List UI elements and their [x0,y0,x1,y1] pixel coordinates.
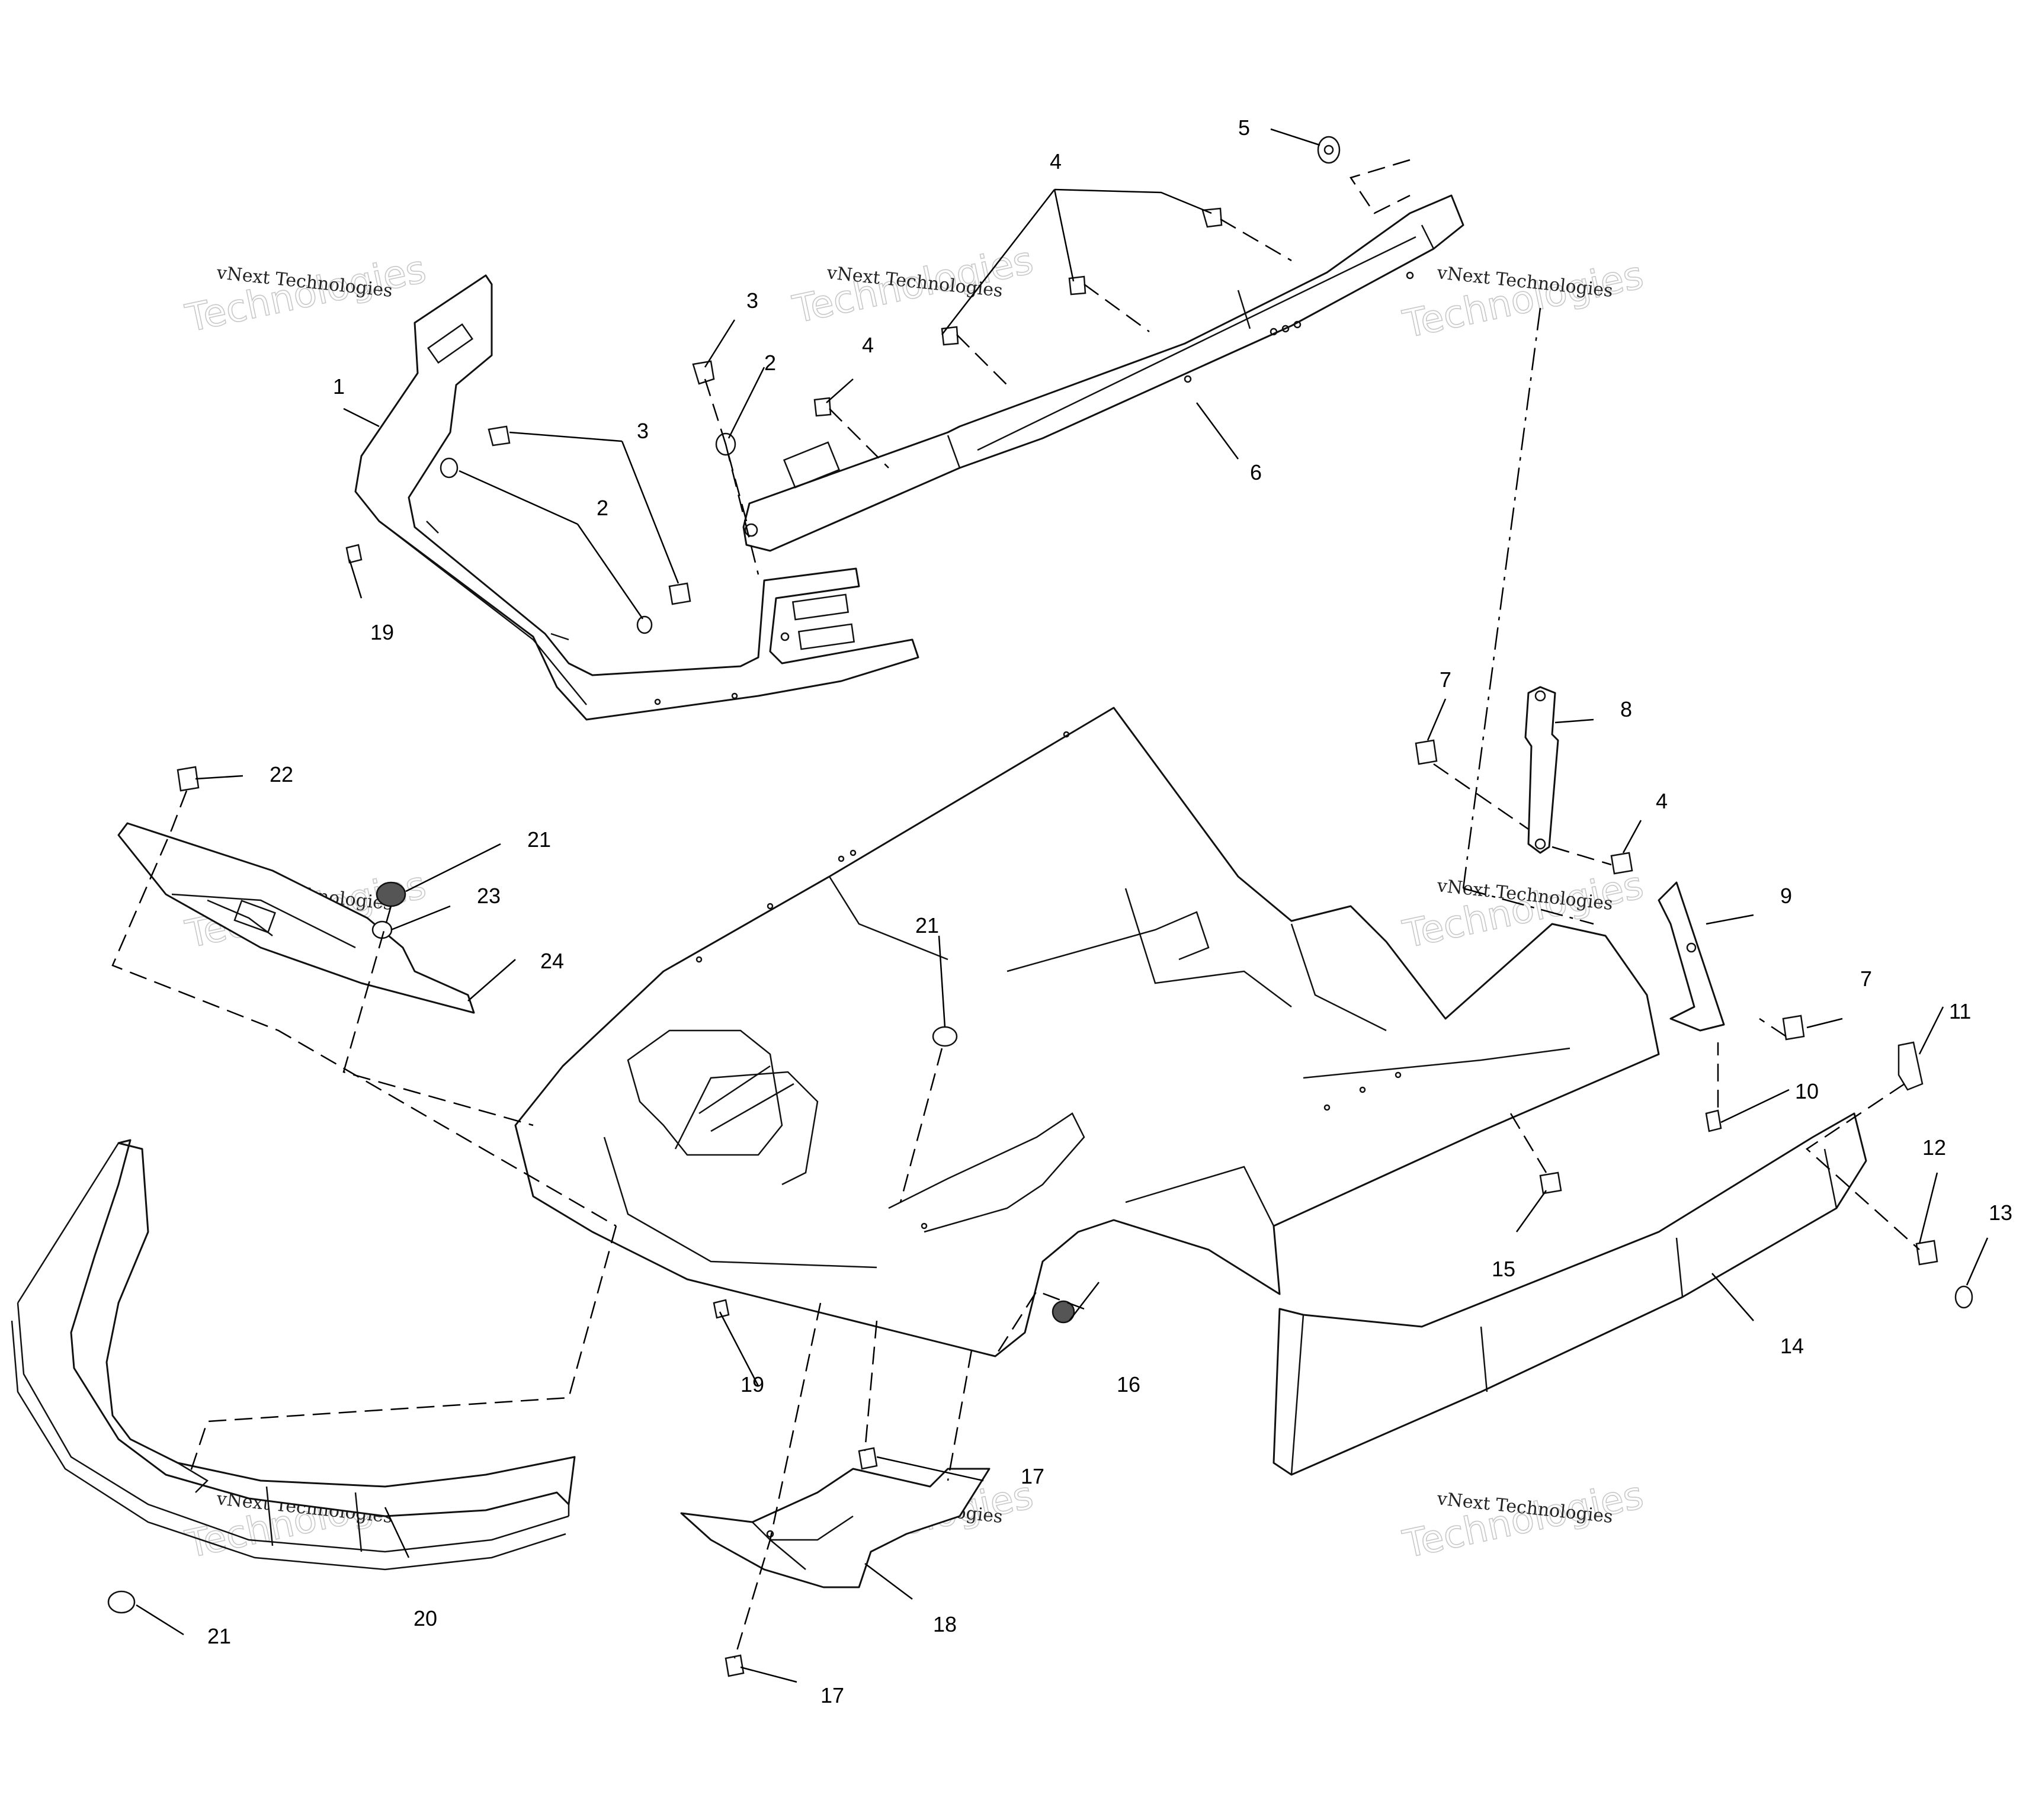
callout-7: 7 [1440,667,1451,692]
callout-12: 12 [1922,1135,1946,1160]
assembly-lines [111,159,1920,1659]
part-21-nut [107,1590,136,1614]
part-17-bolt [725,1654,745,1677]
part-1-bumper-bracket [354,274,919,721]
callout-10: 10 [1795,1079,1819,1103]
part-16-grommet [1052,1300,1075,1324]
part-13-ring [1954,1285,1973,1309]
hardware [107,136,1973,1677]
callout-4: 4 [1656,789,1668,813]
part-8-stay-link [1524,686,1559,854]
part-7-clip [1415,739,1438,765]
callout-16: 16 [1117,1372,1140,1397]
part-9-side-bracket [1658,881,1725,1032]
callout-15: 15 [1492,1257,1515,1281]
part-15-plug [1539,1171,1562,1195]
callout-2: 2 [764,351,776,375]
part-10-rivet [1705,1109,1722,1132]
leader-lines [136,128,1989,1683]
part-4-screw [941,326,959,346]
callout-4: 4 [862,333,874,357]
part-5-nut [1317,136,1341,164]
callout-21: 21 [915,913,939,938]
callout-8: 8 [1620,697,1632,721]
callout-20: 20 [414,1606,437,1630]
part-4-screw [1201,207,1223,228]
part-6-upper-rail [742,194,1464,552]
callout-3: 3 [746,288,758,313]
part-3-bolt [692,360,715,385]
callout-21: 21 [207,1624,231,1648]
part-18-skid-plate [680,1468,991,1588]
watermark-top-left: Technologies [181,247,430,342]
part-3-bolt [668,582,691,605]
part-12-bolt [1915,1240,1938,1266]
part-7-clip [1782,1015,1805,1041]
callout-1: 1 [333,374,345,399]
part-21-nut [932,1026,958,1047]
main-body-pan [514,707,1660,1357]
callout-4: 4 [1050,149,1062,174]
part-2-washer [440,457,459,479]
watermark-large-text: Technologies [182,248,430,341]
callout-7: 7 [1860,967,1872,991]
part-4-screw [1068,275,1086,296]
part-2-washer [636,615,653,634]
part-24-underbody-plate [117,822,475,1014]
callout-9: 9 [1780,884,1792,908]
part-21-nut [376,881,406,907]
part-22-screw [177,766,200,792]
part-19-pushpin [345,544,363,564]
callout-18: 18 [933,1612,957,1636]
callout-19: 19 [741,1372,764,1397]
part-19-pushpin [713,1299,730,1319]
callout-14: 14 [1780,1334,1804,1358]
callout-17: 17 [820,1683,844,1707]
callout-23: 23 [477,884,501,908]
callout-21: 21 [527,827,551,852]
callout-13: 13 [1989,1201,2012,1225]
callout-6: 6 [1250,460,1262,484]
callout-24: 24 [540,949,564,973]
callout-19: 19 [370,620,394,644]
part-4-screw [1610,852,1633,875]
part-20-side-bumper [11,1139,576,1571]
callout-22: 22 [270,762,293,787]
part-11-clip [1897,1041,1924,1091]
part-17-bolt [858,1447,878,1470]
part-3-bolt [488,425,511,447]
callout-2: 2 [597,496,608,520]
callout-5: 5 [1238,115,1250,140]
callout-17: 17 [1021,1464,1044,1488]
callout-labels: 1 2 2 3 3 4 4 4 5 6 7 7 8 9 10 11 12 13 … [207,115,2012,1707]
callout-3: 3 [637,419,649,443]
callout-11: 11 [1949,999,1971,1023]
part-14-lower-rail [1272,1112,1867,1476]
